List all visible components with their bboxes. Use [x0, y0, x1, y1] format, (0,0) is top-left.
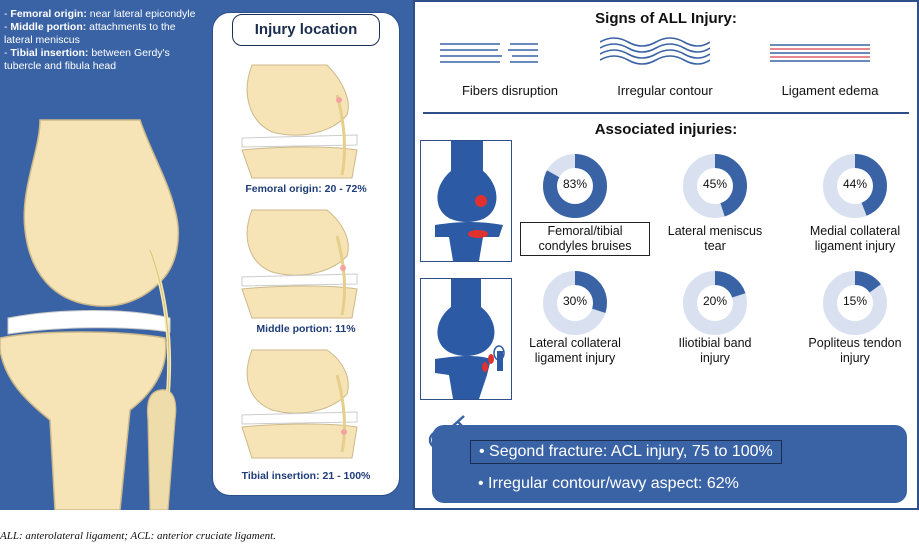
- donut-slice: [683, 154, 747, 218]
- donut-hole: [838, 286, 872, 320]
- donut-pct-label: 45%: [702, 177, 728, 191]
- donut-hole: [698, 286, 732, 320]
- donut-slice: [543, 154, 607, 218]
- knee-front-icon-box: [420, 140, 512, 262]
- donut-slice: [823, 271, 887, 335]
- key-finding-segond: • Segond fracture: ACL injury, 75 to 100…: [470, 440, 782, 464]
- key-icon: [428, 415, 465, 450]
- sign-label-fibers: Fibers disruption: [461, 83, 559, 98]
- knee-lateral-icon: [435, 279, 505, 399]
- key-finding-contour: • Irregular contour/wavy aspect: 62%: [478, 475, 739, 492]
- donut-pct-label: 15%: [842, 294, 868, 308]
- divider: [423, 112, 909, 114]
- donut-hole: [558, 169, 592, 203]
- irregular-contour-icon: [600, 37, 710, 65]
- donut-slice: [543, 271, 607, 335]
- location-label-middle: Middle portion: 11%: [256, 323, 356, 335]
- knee-anatomy-illustration: [0, 119, 179, 510]
- knee-side-icon-box: [420, 278, 512, 400]
- donut-hole: [698, 169, 732, 203]
- knee-femoral-origin-illustration: [241, 64, 358, 179]
- signs-title: Signs of ALL Injury:: [595, 10, 737, 27]
- injury-location-title: Injury location: [232, 14, 380, 46]
- anatomy-item: - Middle portion: attachments to the lat…: [4, 21, 176, 46]
- donut-hole: [838, 169, 872, 203]
- anatomy-item: - Femoral origin: near lateral epicondyl…: [4, 8, 196, 20]
- donut-pct-label: 20%: [702, 294, 728, 308]
- location-label-femoral: Femoral origin: 20 - 72%: [245, 183, 367, 195]
- key-findings-panel: [432, 425, 907, 503]
- donut-slice: [823, 154, 887, 218]
- knee-tibial-insertion-illustration: [241, 349, 358, 459]
- anatomy-list: - Femoral origin: near lateral epicondyl…: [4, 8, 204, 73]
- donut-pct-label: 83%: [562, 177, 588, 191]
- donut-pct-label: 30%: [562, 294, 588, 308]
- sign-label-edema: Ligament edema: [781, 83, 879, 98]
- knee-middle-portion-illustration: [241, 209, 358, 319]
- donut-pct-label: 44%: [842, 177, 868, 191]
- injury-location-knees: [241, 64, 358, 459]
- location-label-tibial: Tibial insertion: 21 - 100%: [241, 470, 371, 482]
- donut-slice: [683, 271, 747, 335]
- anatomy-item: - Tibial insertion: between Gerdy's tube…: [4, 47, 170, 72]
- associated-title: Associated injuries:: [594, 121, 738, 138]
- footnote: ALL: anterolateral ligament; ACL: anteri…: [0, 530, 276, 542]
- ligament-edema-icon: [770, 44, 870, 62]
- donut-hole: [558, 286, 592, 320]
- knee-bruise-icon: [435, 141, 503, 261]
- fibers-disruption-icon: [440, 43, 538, 63]
- sign-label-contour: Irregular contour: [617, 83, 713, 98]
